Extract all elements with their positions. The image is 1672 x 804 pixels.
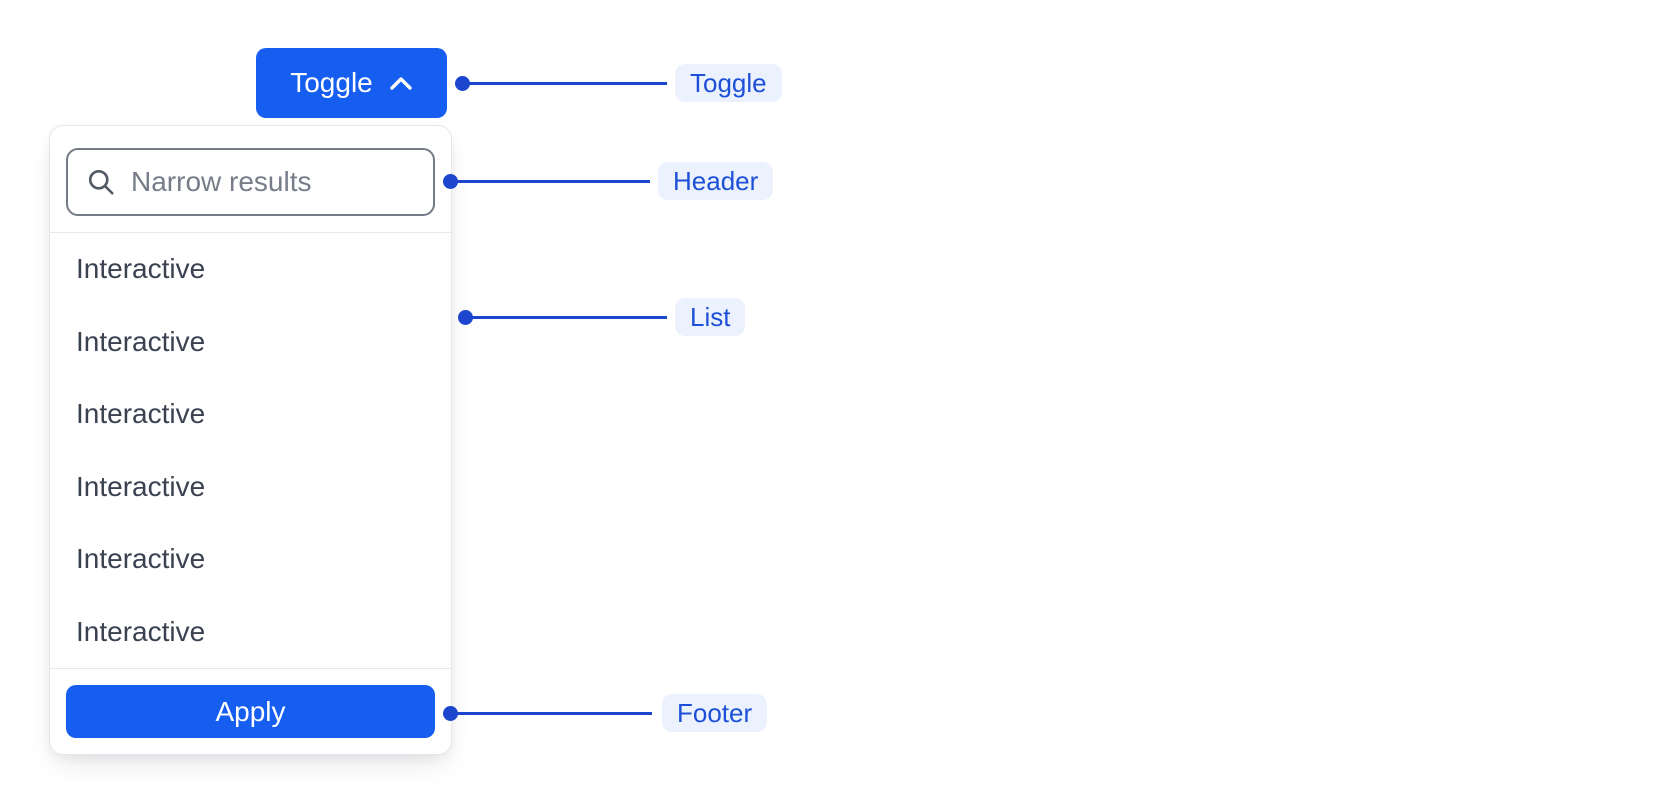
dropdown-header	[50, 126, 451, 233]
annotation-badge-list: List	[675, 298, 746, 336]
list-item[interactable]: Interactive	[76, 398, 206, 430]
list-item[interactable]: Interactive	[76, 325, 206, 357]
connector-line	[450, 712, 652, 715]
toggle-button-label: Toggle	[290, 67, 373, 98]
dropdown-list: Interactive Interactive Interactive Inte…	[50, 233, 451, 668]
annotation-badge-header: Header	[658, 162, 774, 200]
search-box[interactable]	[66, 148, 435, 216]
list-item[interactable]: Interactive	[76, 470, 206, 502]
apply-button[interactable]: Apply	[66, 685, 435, 738]
connector-line	[462, 82, 667, 85]
search-icon	[86, 167, 116, 197]
connector-line	[465, 316, 667, 319]
search-input[interactable]	[131, 166, 415, 198]
list-item[interactable]: Interactive	[76, 615, 206, 647]
toggle-button[interactable]: Toggle	[256, 48, 447, 118]
list-item[interactable]: Interactive	[76, 543, 206, 575]
dropdown-footer: Apply	[50, 668, 451, 754]
annotation-badge-footer: Footer	[662, 694, 768, 732]
list-item[interactable]: Interactive	[76, 253, 206, 285]
dropdown-panel: Interactive Interactive Interactive Inte…	[49, 125, 452, 755]
annotation-badge-toggle: Toggle	[675, 64, 782, 102]
connector-line	[450, 180, 650, 183]
chevron-up-icon	[389, 76, 413, 91]
